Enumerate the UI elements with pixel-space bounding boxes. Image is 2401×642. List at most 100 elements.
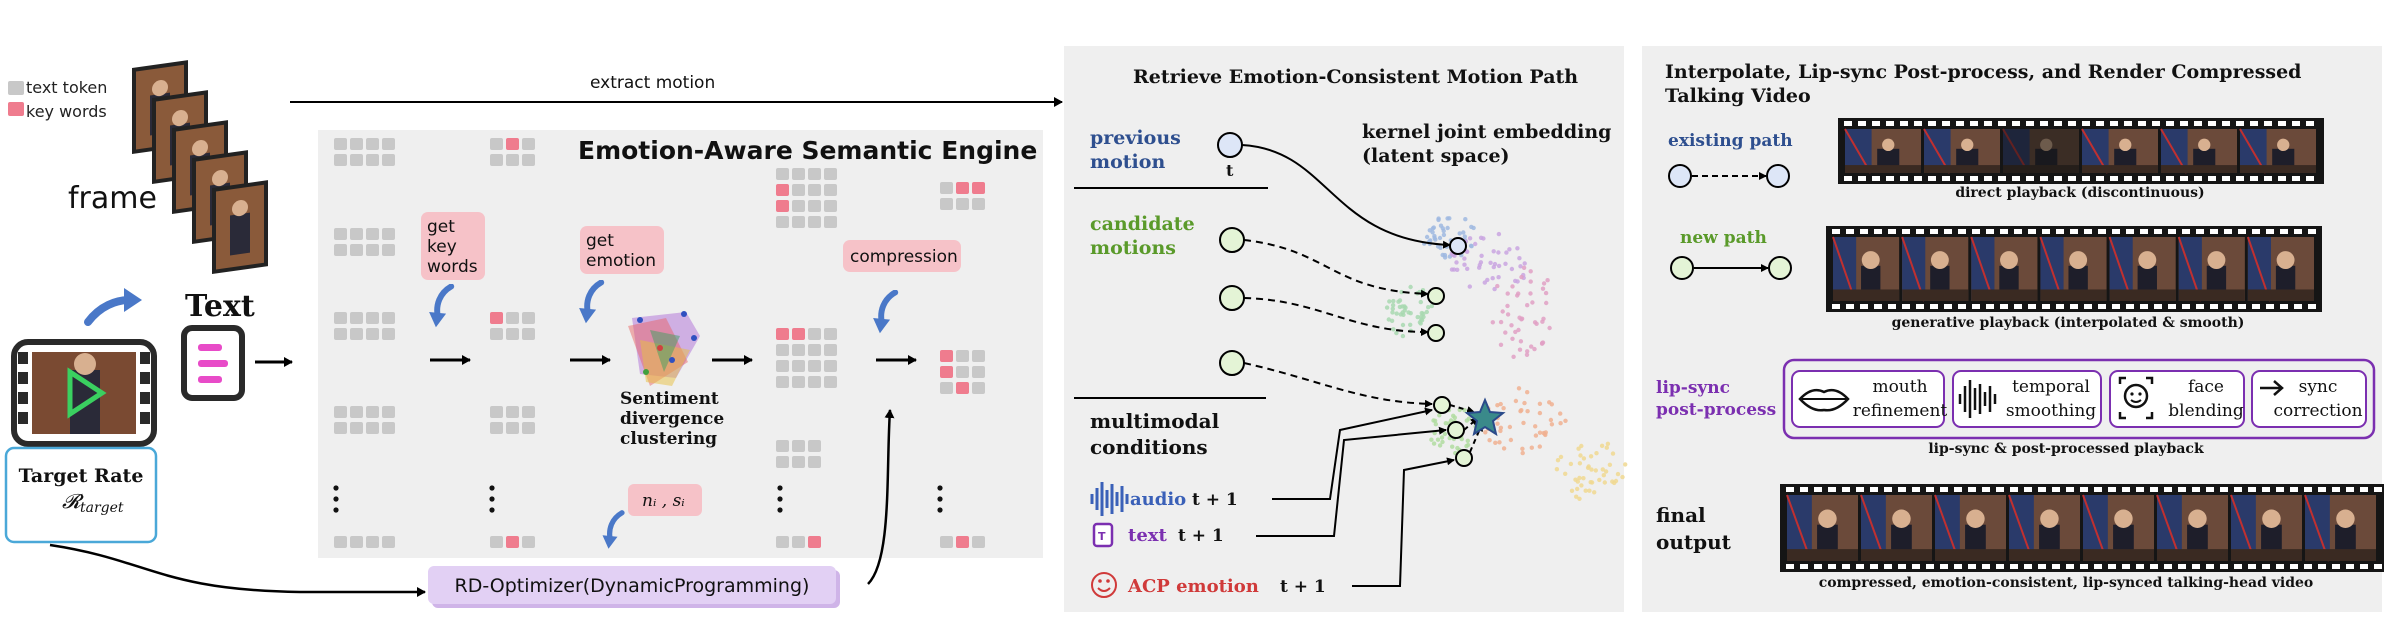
- scatter-point: [1541, 316, 1546, 321]
- scatter-point: [1400, 333, 1406, 339]
- sprocket-hole: [2234, 487, 2242, 492]
- scatter-point: [1485, 277, 1490, 283]
- sprocket-hole: [1954, 564, 1962, 569]
- sprocket-hole: [2318, 564, 2326, 569]
- sprocket-hole: [2014, 304, 2022, 309]
- waveform-icon: [1958, 380, 1997, 418]
- sprocket-hole: [2266, 229, 2274, 234]
- embedding-node: [1427, 287, 1445, 305]
- sprocket-hole: [2290, 564, 2298, 569]
- sprocket-hole: [1942, 176, 1950, 181]
- sprocket-hole: [2112, 229, 2120, 234]
- optimizer-to-compression-arrow: [867, 409, 895, 585]
- ellipsis-dot: [489, 485, 495, 491]
- sprocket-hole: [2294, 229, 2302, 234]
- text-token: [972, 350, 985, 362]
- scatter-point: [1600, 467, 1606, 472]
- scatter-point: [1543, 290, 1549, 296]
- embedding-node: [1433, 396, 1451, 414]
- kernel-line-2: (latent space): [1362, 145, 1510, 167]
- scatter-point: [1491, 249, 1496, 254]
- sprocket-hole: [2042, 229, 2050, 234]
- sprocket-hole: [1842, 487, 1850, 492]
- existing-path-label: existing path: [1668, 131, 1793, 151]
- scatter-point: [1543, 430, 1549, 435]
- text-token: [334, 406, 347, 418]
- sprocket-hole: [2220, 487, 2228, 492]
- text-token: [824, 184, 837, 196]
- scatter-point: [1400, 322, 1406, 328]
- sprocket-hole: [2192, 564, 2200, 569]
- scatter-point: [1589, 467, 1594, 472]
- ni-si-label: nᵢ , sᵢ: [642, 491, 685, 511]
- video-frame: [2156, 494, 2228, 562]
- sprocket-hole: [1982, 564, 1990, 569]
- scatter-point: [1408, 284, 1413, 290]
- sprocket-hole: [1998, 176, 2006, 181]
- retrieve-title: Retrieve Emotion-Consistent Motion Path: [1133, 66, 1578, 88]
- sprocket-hole: [1940, 564, 1948, 569]
- sprocket-hole: [1970, 176, 1978, 181]
- sync-box: [2251, 370, 2367, 428]
- sprocket-hole: [2070, 304, 2078, 309]
- render-title-line-2: Talking Video: [1665, 85, 1811, 107]
- scatter-point: [1386, 317, 1392, 322]
- engine-title: Emotion-Aware Semantic Engine: [578, 136, 1037, 165]
- text-token: [824, 168, 837, 180]
- scatter-point: [1437, 413, 1442, 418]
- scatter-point: [1504, 250, 1509, 255]
- scatter-point: [1505, 291, 1510, 296]
- sprocket-hole: [2164, 564, 2172, 569]
- scatter-point: [1515, 279, 1520, 284]
- scatter-point: [1389, 318, 1395, 323]
- scatter-point: [1605, 441, 1611, 446]
- new-path-end: [1768, 256, 1792, 280]
- keyword-token: [792, 328, 805, 340]
- scatter-point: [1481, 236, 1486, 241]
- text-token: [334, 138, 347, 150]
- sprocket-hole: [2308, 229, 2316, 234]
- video-frame: [2246, 236, 2314, 302]
- legend: text token key words: [8, 78, 107, 121]
- sprocket-hole: [2332, 487, 2340, 492]
- keyword-token: [956, 382, 969, 394]
- keyword-token: [776, 328, 789, 340]
- sprocket-hole: [2154, 304, 2162, 309]
- candidate-motions-line-2: motions: [1090, 237, 1176, 259]
- text-token: [366, 138, 379, 150]
- sprocket-hole: [1930, 304, 1938, 309]
- extract-motion-label: extract motion: [590, 73, 715, 93]
- sprocket-hole: [1832, 229, 1840, 234]
- scatter-point: [1547, 325, 1552, 331]
- target-to-optimizer-arrow: [49, 543, 426, 597]
- face-scan-icon: [2118, 376, 2154, 420]
- star-arrow: [1449, 404, 1475, 414]
- sprocket-hole: [2276, 564, 2284, 569]
- text-token: [940, 382, 953, 394]
- sprocket-hole: [1888, 229, 1896, 234]
- sprocket-hole: [2196, 229, 2204, 234]
- sprocket-hole: [2292, 121, 2300, 126]
- sprocket-hole: [1786, 487, 1794, 492]
- sprocket-hole: [1846, 304, 1854, 309]
- scatter-point: [1467, 284, 1473, 289]
- text-token: [940, 198, 953, 210]
- scatter-point: [1493, 440, 1498, 445]
- video-frame: [2177, 236, 2245, 302]
- text-token: [334, 244, 347, 256]
- scatter-point: [1469, 244, 1474, 249]
- scatter-point: [1509, 323, 1514, 328]
- sync-line-1: sync: [2299, 377, 2338, 397]
- text-token: [350, 312, 363, 324]
- sprocket-hole: [2124, 121, 2132, 126]
- scatter-point: [1473, 241, 1478, 247]
- sprocket-hole: [2178, 564, 2186, 569]
- scatter-point: [1525, 349, 1530, 354]
- sprocket-hole: [1998, 121, 2006, 126]
- text-token: [350, 138, 363, 150]
- text-token: [808, 360, 821, 372]
- scatter-point: [1488, 260, 1493, 265]
- text-token: [382, 312, 395, 324]
- text-token: [776, 376, 789, 388]
- text-token: [792, 184, 805, 196]
